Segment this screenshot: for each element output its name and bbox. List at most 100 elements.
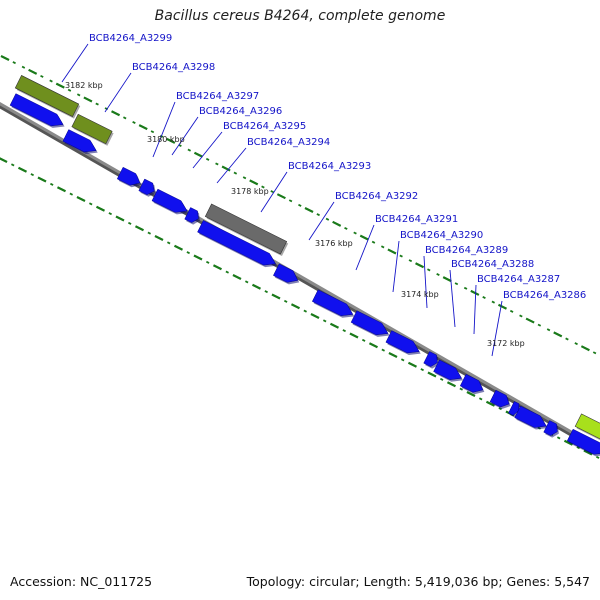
cds-arrow bbox=[423, 351, 438, 367]
cds-arrow bbox=[459, 373, 484, 393]
tick-mark-outer bbox=[221, 165, 231, 172]
kbp-scale-label: 3176 kbp bbox=[315, 239, 353, 248]
tick-mark-inner bbox=[17, 166, 28, 173]
tick-mark-inner bbox=[303, 309, 307, 313]
tick-mark-outer bbox=[304, 207, 314, 214]
tick-mark-inner bbox=[30, 173, 34, 177]
tick-mark-inner bbox=[595, 455, 600, 459]
tick-mark-outer bbox=[123, 116, 127, 120]
tick-mark-inner bbox=[251, 283, 261, 290]
tick-mark-inner bbox=[88, 202, 93, 206]
gene-label: BCB4264_A3294 bbox=[247, 137, 330, 148]
kbp-scale-label: 3180 kbp bbox=[147, 135, 185, 144]
gene-label: BCB4264_A3296 bbox=[199, 106, 282, 117]
tick-mark-outer bbox=[249, 179, 259, 186]
tick-mark-inner bbox=[439, 377, 444, 381]
tick-mark-outer bbox=[408, 259, 413, 263]
cds-arrow bbox=[311, 289, 354, 316]
tick-mark-outer bbox=[215, 162, 219, 166]
cds-arrow bbox=[273, 263, 299, 283]
tick-mark-inner bbox=[108, 212, 112, 216]
kbp-scale-label: 3178 kbp bbox=[231, 187, 269, 196]
cds-arrow bbox=[489, 389, 510, 408]
tick-mark-outer bbox=[95, 102, 99, 106]
cds-arrow bbox=[62, 129, 97, 153]
tick-mark-outer bbox=[132, 121, 136, 124]
tick-mark-outer bbox=[0, 55, 10, 61]
tick-mark-outer bbox=[353, 231, 357, 235]
tick-mark-outer bbox=[233, 171, 238, 175]
tick-mark-inner bbox=[271, 293, 281, 300]
tick-mark-inner bbox=[69, 192, 73, 196]
gene-label: BCB4264_A3290 bbox=[400, 230, 483, 241]
gene-label: BCB4264_A3298 bbox=[132, 62, 215, 73]
tick-mark-outer bbox=[205, 157, 210, 161]
tick-mark-inner bbox=[0, 157, 8, 163]
label-leader-line bbox=[152, 101, 176, 158]
tick-mark-inner bbox=[134, 225, 145, 232]
cds-arrow bbox=[151, 188, 188, 213]
tick-mark-outer bbox=[55, 82, 65, 89]
tick-mark-outer bbox=[288, 199, 293, 203]
tick-mark-inner bbox=[459, 387, 463, 391]
tick-mark-inner bbox=[349, 332, 359, 339]
cds-arrow bbox=[350, 310, 389, 336]
tick-mark-outer bbox=[83, 96, 93, 103]
tick-mark-outer bbox=[28, 68, 38, 75]
tick-mark-outer bbox=[454, 282, 459, 286]
accession-text: Accession: NC_011725 bbox=[10, 574, 153, 589]
tick-mark-outer bbox=[525, 317, 535, 324]
gene-label: BCB4264_A3297 bbox=[176, 91, 259, 102]
tick-mark-outer bbox=[436, 273, 440, 276]
tick-mark-outer bbox=[332, 220, 342, 227]
tick-mark-outer bbox=[592, 351, 597, 355]
cds-arrow bbox=[385, 330, 420, 354]
tick-mark-inner bbox=[193, 254, 203, 261]
label-leader-line bbox=[473, 284, 477, 335]
tick-mark-outer bbox=[553, 331, 563, 338]
tick-mark-outer bbox=[166, 137, 176, 144]
gene-label: BCB4264_A3291 bbox=[375, 214, 458, 225]
tick-mark-inner bbox=[329, 322, 339, 329]
tick-mark-inner bbox=[76, 196, 86, 202]
kbp-scale-label: 3182 kbp bbox=[65, 81, 103, 90]
label-leader-line bbox=[308, 201, 335, 241]
backbone-line bbox=[0, 102, 600, 451]
tick-mark-inner bbox=[11, 163, 15, 167]
tick-mark-inner bbox=[322, 319, 327, 323]
cds-arrow bbox=[197, 220, 276, 266]
tick-mark-outer bbox=[519, 314, 523, 318]
tick-mark-inner bbox=[446, 381, 456, 388]
tick-mark-inner bbox=[283, 299, 288, 303]
tick-mark-inner bbox=[212, 264, 223, 271]
tick-mark-inner bbox=[186, 251, 190, 255]
gene-label: BCB4264_A3286 bbox=[503, 290, 586, 301]
label-leader-line bbox=[491, 300, 503, 357]
tick-mark-outer bbox=[509, 309, 514, 313]
label-leader-line bbox=[449, 269, 456, 328]
tick-mark-inner bbox=[244, 280, 249, 284]
tick-mark-inner bbox=[381, 348, 385, 352]
tick-mark-inner bbox=[95, 205, 106, 212]
tick-mark-inner bbox=[173, 244, 184, 251]
tick-mark-inner bbox=[56, 186, 67, 193]
cds-arrow bbox=[116, 166, 141, 186]
feature-block-gray bbox=[204, 203, 288, 255]
feature-block-olive bbox=[71, 113, 113, 145]
tick-mark-outer bbox=[12, 61, 16, 65]
tick-mark-inner bbox=[127, 221, 132, 225]
tick-mark-outer bbox=[574, 342, 578, 346]
tick-mark-inner bbox=[407, 361, 417, 368]
tick-mark-outer bbox=[470, 289, 480, 296]
tick-mark-outer bbox=[344, 226, 348, 230]
tick-mark-outer bbox=[67, 88, 72, 92]
gene-label: BCB4264_A3293 bbox=[288, 161, 371, 172]
tick-mark-outer bbox=[497, 303, 507, 310]
cds-arrow bbox=[138, 178, 155, 196]
tick-mark-outer bbox=[316, 213, 320, 217]
tick-mark-inner bbox=[485, 400, 495, 407]
tick-mark-outer bbox=[380, 245, 385, 249]
tick-mark-outer bbox=[415, 262, 425, 269]
tick-mark-outer bbox=[387, 248, 397, 255]
